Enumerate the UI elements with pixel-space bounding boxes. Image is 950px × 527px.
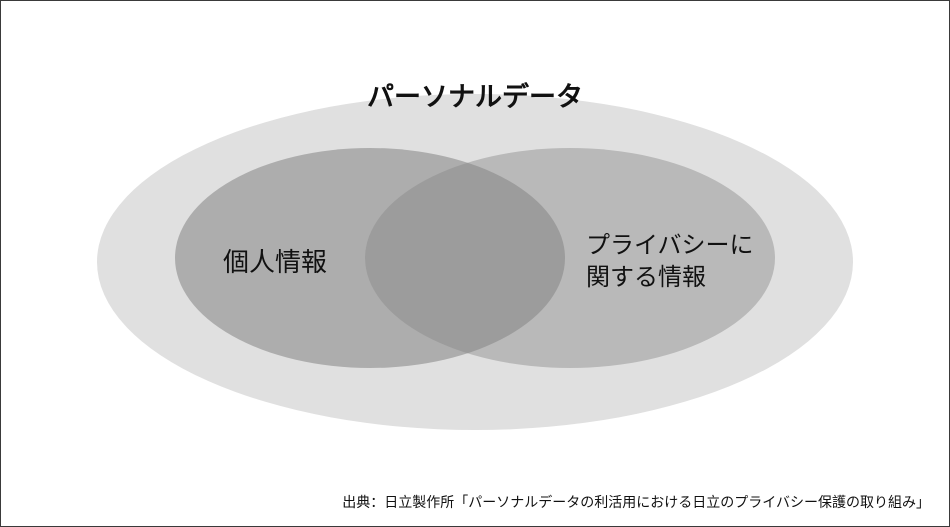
privacy-info-label-line1: プライバシーに <box>586 231 754 259</box>
personal-data-label: パーソナルデータ <box>367 81 583 113</box>
source-caption: 出典：日立製作所「パーソナルデータの利活用における日立のプライバシー保護の取り組… <box>342 495 930 511</box>
personal-info-label: 個人情報 <box>223 248 327 278</box>
privacy-info-label-line2: 関する情報 <box>586 263 706 291</box>
overlap-region <box>365 148 565 368</box>
